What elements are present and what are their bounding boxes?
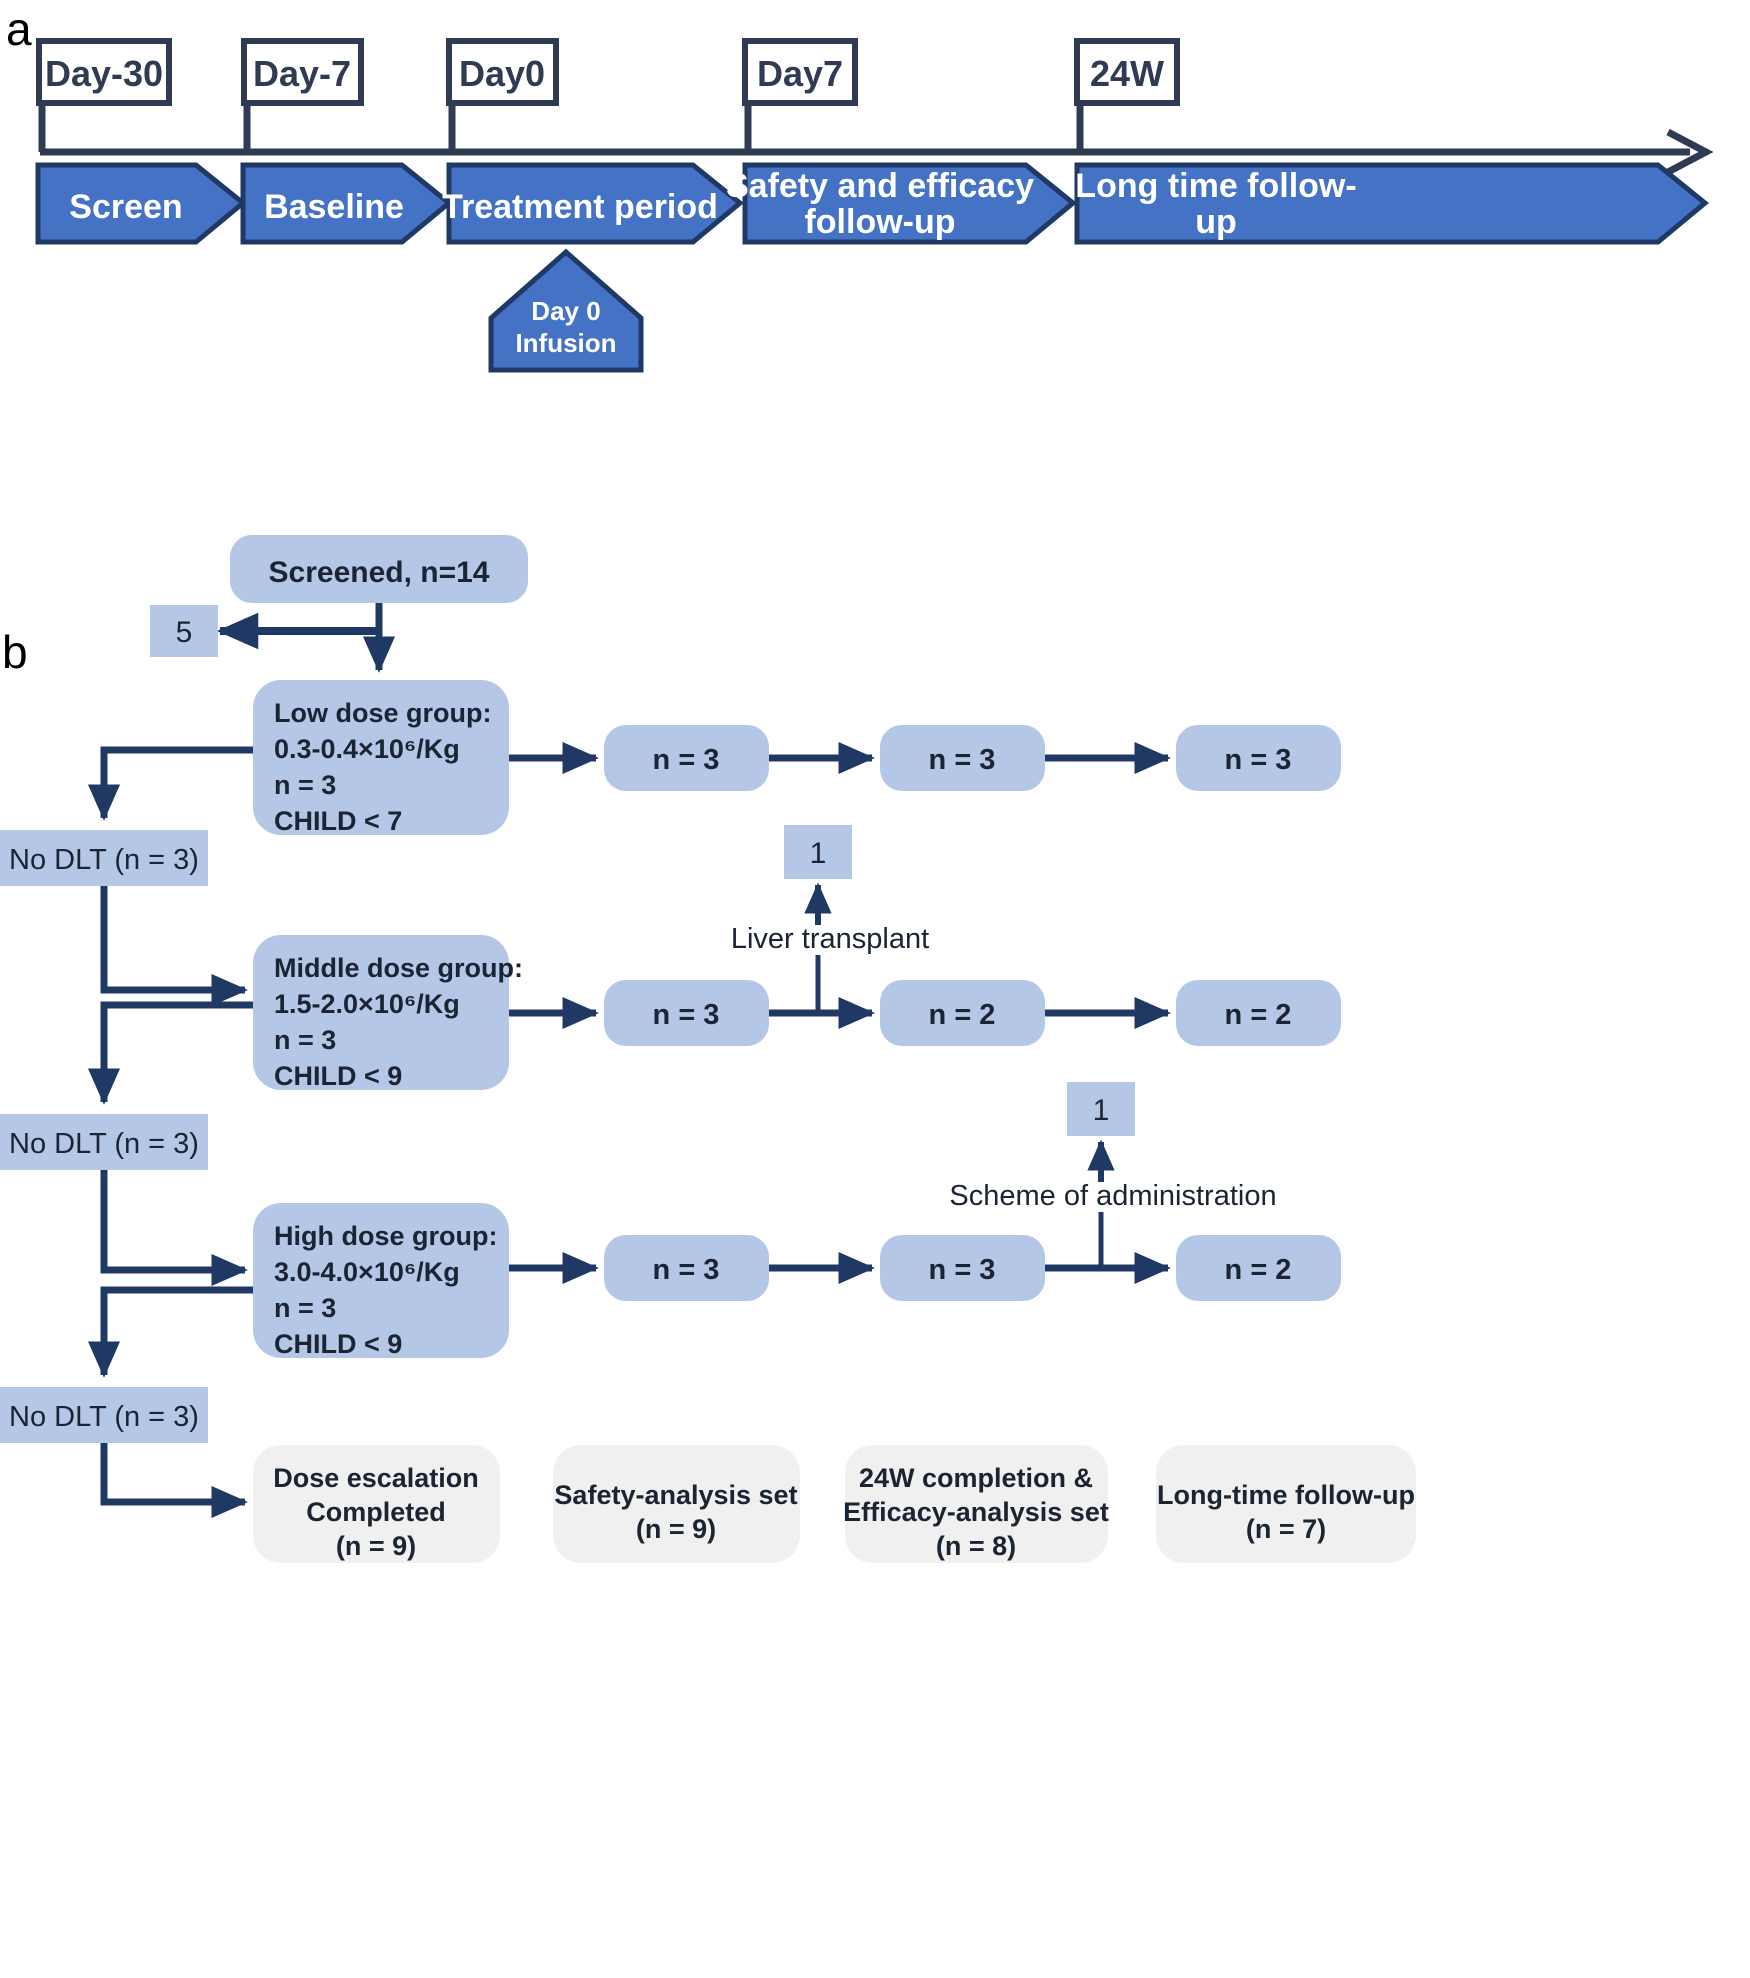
no-dlt-1-label: No DLT (n = 3) xyxy=(9,844,199,876)
node-screened: Screened, n=14 xyxy=(230,535,528,603)
node-middle-stage-3: n = 2 xyxy=(1176,980,1341,1046)
high-stage-3-label: n = 2 xyxy=(1225,1254,1292,1286)
node-middle-dose-group: Middle dose group: 1.5-2.0×10⁶/Kg n = 3 … xyxy=(253,935,523,1091)
outcome-1-line1: Safety-analysis set xyxy=(554,1480,797,1510)
excluded-label: 5 xyxy=(176,616,193,649)
low-stage-1-label: n = 3 xyxy=(653,744,720,776)
node-low-stage-2: n = 3 xyxy=(880,725,1045,791)
connector-nodlt1-to-middle xyxy=(100,886,248,1007)
outcome-2-line3: (n = 8) xyxy=(936,1531,1016,1561)
low-dose-title: Low dose group: xyxy=(274,698,491,728)
outcome-0-line2: Completed xyxy=(306,1497,446,1527)
panel-b-label: b xyxy=(2,626,28,678)
low-dose-n: n = 3 xyxy=(274,770,336,800)
node-no-dlt-2: No DLT (n = 3) xyxy=(0,1114,208,1170)
node-middle-stage-2: n = 2 xyxy=(880,980,1045,1046)
liver-transplant-count: 1 xyxy=(810,837,827,870)
node-outcome-long-time-followup: Long-time follow-up (n = 7) xyxy=(1156,1445,1416,1563)
outcome-0-line3: (n = 9) xyxy=(336,1531,416,1561)
no-dlt-2-label: No DLT (n = 3) xyxy=(9,1128,199,1160)
liver-transplant-label: Liver transplant xyxy=(731,923,929,955)
connector-low-to-nodlt1 xyxy=(87,746,253,821)
node-liver-transplant-count: 1 xyxy=(784,825,852,879)
middle-dose-dose: 1.5-2.0×10⁶/Kg xyxy=(274,989,460,1019)
milestone-label-0: Day-30 xyxy=(45,53,163,94)
day0-infusion-marker: Day 0 Infusion xyxy=(488,248,644,373)
milestone-label-2: Day0 xyxy=(459,53,545,94)
phase-label-4-line2: up xyxy=(1195,203,1237,241)
high-dose-dose: 3.0-4.0×10⁶/Kg xyxy=(274,1257,460,1287)
outcome-0-line1: Dose escalation xyxy=(273,1463,479,1493)
milestone-label-1: Day-7 xyxy=(253,53,351,94)
low-stage-2-label: n = 3 xyxy=(929,744,996,776)
phase-safety-efficacy-followup: Safety and efficacy follow-up xyxy=(726,162,1077,245)
outcome-3-line1: Long-time follow-up xyxy=(1157,1480,1415,1510)
screened-label: Screened, n=14 xyxy=(269,556,490,589)
outcome-2-line1: 24W completion & xyxy=(859,1463,1093,1493)
node-high-stage-3: n = 2 xyxy=(1176,1235,1341,1301)
node-no-dlt-1: No DLT (n = 3) xyxy=(0,830,208,886)
high-dose-child: CHILD < 9 xyxy=(274,1329,402,1359)
infusion-label-line1: Day 0 xyxy=(531,296,600,326)
connector-middle-to-nodlt2 xyxy=(87,1001,253,1105)
node-high-stage-1: n = 3 xyxy=(604,1235,769,1301)
outcome-1-line2: (n = 9) xyxy=(636,1514,716,1544)
phase-label-4-line1: Long time follow- xyxy=(1075,167,1356,205)
middle-dose-title: Middle dose group: xyxy=(274,953,523,983)
node-low-stage-1: n = 3 xyxy=(604,725,769,791)
low-dose-child: CHILD < 7 xyxy=(274,806,402,836)
middle-stage-3-label: n = 2 xyxy=(1225,999,1292,1031)
connector-high-to-nodlt3 xyxy=(87,1286,253,1378)
flowchart-panel: Screened, n=14 5 Low dose group: 0.3-0.4… xyxy=(0,535,1416,1563)
outcome-3-line2: (n = 7) xyxy=(1246,1514,1326,1544)
panel-a-label: a xyxy=(6,3,32,55)
phase-label-3-line1: Safety and efficacy xyxy=(726,167,1034,205)
milestone-day-7-pre: Day-7 xyxy=(241,38,364,106)
milestone-day-30: Day-30 xyxy=(36,38,172,106)
outcome-2-line2: Efficacy-analysis set xyxy=(843,1497,1109,1527)
node-low-stage-3: n = 3 xyxy=(1176,725,1341,791)
connector-nodlt2-to-high xyxy=(100,1170,248,1287)
high-dose-title: High dose group: xyxy=(274,1221,497,1251)
middle-dose-child: CHILD < 9 xyxy=(274,1061,402,1091)
timeline-axis-arrowhead xyxy=(1666,128,1714,176)
node-outcome-safety-analysis-set: Safety-analysis set (n = 9) xyxy=(553,1445,800,1563)
high-stage-1-label: n = 3 xyxy=(653,1254,720,1286)
infusion-label-line2: Infusion xyxy=(515,328,616,358)
milestone-label-3: Day7 xyxy=(757,53,843,94)
phase-label-0: Screen xyxy=(69,188,182,226)
middle-stage-1-label: n = 3 xyxy=(653,999,720,1031)
phase-long-time-followup: Long time follow- up xyxy=(1074,162,1709,245)
timeline-panel: Day-30 Day-7 Day0 Day7 24W Screen Baseli… xyxy=(35,38,1714,373)
middle-stage-2-label: n = 2 xyxy=(929,999,996,1031)
low-stage-3-label: n = 3 xyxy=(1225,744,1292,776)
middle-dose-n: n = 3 xyxy=(274,1025,336,1055)
phase-screen: Screen xyxy=(35,162,247,245)
high-stage-2-label: n = 3 xyxy=(929,1254,996,1286)
scheme-count: 1 xyxy=(1093,1094,1110,1127)
node-excluded: 5 xyxy=(150,605,218,657)
milestone-day7: Day7 xyxy=(742,38,858,106)
node-outcome-dose-escalation: Dose escalation Completed (n = 9) xyxy=(253,1445,500,1563)
node-high-stage-2: n = 3 xyxy=(880,1235,1045,1301)
high-dose-n: n = 3 xyxy=(274,1293,336,1323)
low-dose-dose: 0.3-0.4×10⁶/Kg xyxy=(274,734,460,764)
phase-label-1: Baseline xyxy=(264,188,404,226)
phase-label-3-line2: follow-up xyxy=(804,203,955,241)
milestone-label-4: 24W xyxy=(1090,53,1164,94)
phase-baseline: Baseline xyxy=(240,162,453,245)
phase-label-2: Treatment period xyxy=(442,188,718,226)
node-low-dose-group: Low dose group: 0.3-0.4×10⁶/Kg n = 3 CHI… xyxy=(253,680,509,836)
node-outcome-24w-efficacy-set: 24W completion & Efficacy-analysis set (… xyxy=(843,1445,1109,1563)
node-high-dose-group: High dose group: 3.0-4.0×10⁶/Kg n = 3 CH… xyxy=(253,1203,509,1359)
node-no-dlt-3: No DLT (n = 3) xyxy=(0,1387,208,1443)
scheme-of-administration-label: Scheme of administration xyxy=(949,1180,1276,1212)
node-middle-stage-1: n = 3 xyxy=(604,980,769,1046)
node-scheme-count: 1 xyxy=(1067,1082,1135,1136)
no-dlt-3-label: No DLT (n = 3) xyxy=(9,1401,199,1433)
phase-treatment-period: Treatment period xyxy=(442,162,744,245)
milestone-day0: Day0 xyxy=(446,38,559,106)
milestone-24w: 24W xyxy=(1074,38,1180,106)
connector-nodlt3-to-outcome xyxy=(100,1443,248,1519)
